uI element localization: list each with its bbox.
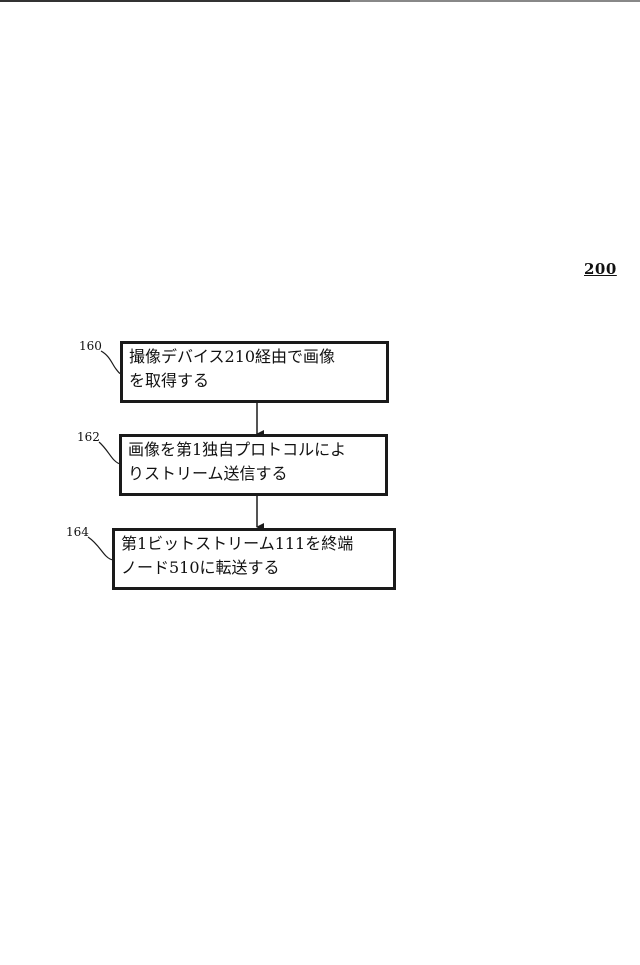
step-box-stream-image: 画像を第1独自プロトコルによ りストリーム送信する (119, 434, 388, 496)
leader-line-160 (101, 351, 122, 374)
step-ref-160: 160 (79, 340, 102, 352)
step-ref-162: 162 (77, 431, 100, 443)
step-box-forward-bitstream: 第1ビットストリーム111を終端 ノード510に転送する (112, 528, 396, 590)
leader-line-162 (99, 442, 121, 464)
step-box-acquire-image: 撮像デバイス210経由で画像 を取得する (120, 341, 389, 403)
step-ref-164: 164 (66, 526, 89, 538)
leader-line-164 (88, 537, 114, 560)
